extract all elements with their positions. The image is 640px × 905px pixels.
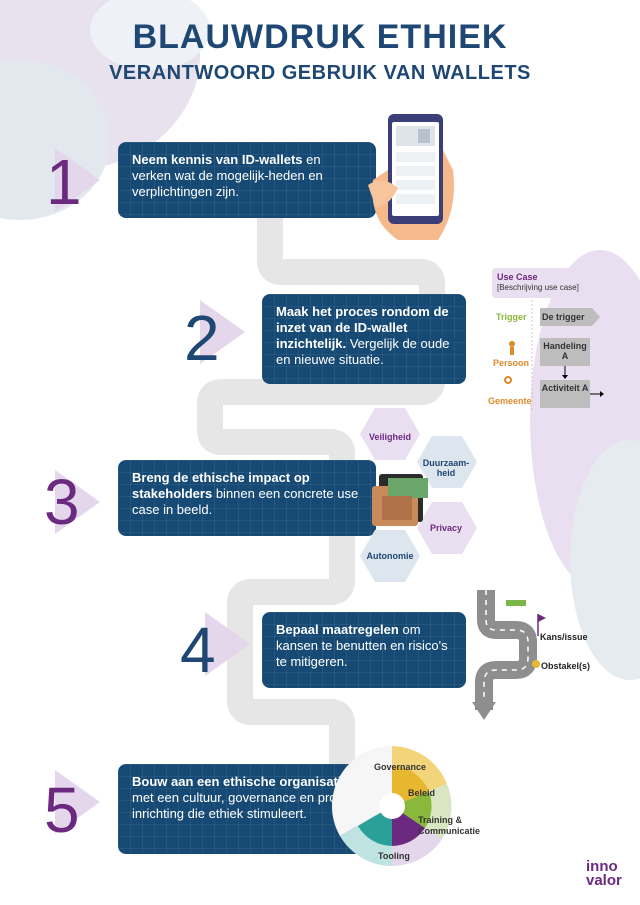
use-case-subtitle: [Beschrijving use case] (497, 283, 579, 292)
wheel-training-communicatie: Training & Communicatie (418, 815, 481, 836)
step-card-2: Maak het proces rondom de inzet van de I… (262, 294, 466, 384)
value-autonomie: Autonomie (366, 551, 414, 561)
use-case-box: Use Case [Beschrijving use case] (492, 268, 600, 298)
step-4-text: om kansen te benutten en risico's te mit… (276, 622, 448, 669)
step-card-4: Bepaal maatregelen om kansen te benutten… (262, 612, 466, 688)
box-de-trigger: De trigger (542, 312, 585, 322)
step-5-bold-text: Bouw aan een ethische organisatie, (132, 774, 353, 789)
step-2-bold-text: Maak het proces rondom de inzet van de I… (276, 304, 449, 351)
swimlane-gemeente: Gemeente (488, 396, 532, 406)
organisation-wheel (331, 746, 452, 866)
use-case-title: Use Case (497, 272, 538, 282)
step-1-text: en verken wat de mogelijk-heden en verpl… (132, 152, 323, 199)
step-4-bold-text: Bepaal maatregelen (276, 622, 399, 637)
step-number-4: 4 (180, 614, 216, 686)
step-number-3: 3 (44, 466, 80, 538)
roadmap-kans-issue: Kans/issue (540, 632, 588, 642)
step-card-5: Bouw aan een ethische organisatie, met e… (118, 764, 376, 854)
phone-hand-icon (368, 114, 454, 240)
step-2-text: Vergelijk de oude en nieuwe situatie. (276, 336, 450, 367)
wheel-governance: Governance (374, 762, 427, 772)
box-handeling: Handeling A (543, 341, 587, 361)
step-number-5: 5 (44, 774, 80, 846)
page-title: BLAUWDRUK ETHIEK (132, 18, 508, 56)
step-3-bold-text: Breng de ethische impact op stakeholders (132, 470, 310, 501)
box-activiteit: Activiteit A (541, 383, 589, 393)
step-number-1: 1 (46, 146, 82, 218)
values-hexagons (360, 408, 477, 582)
winding-path (197, 215, 445, 770)
innovalor-logo: inno valor (586, 858, 622, 889)
step-5-text: met een cultuur, governance en proces in… (132, 790, 357, 821)
page-subtitle: VERANTWOORD GEBRUIK VAN WALLETS (109, 62, 531, 84)
process-diagram (504, 300, 604, 412)
value-privacy: Privacy (429, 523, 463, 533)
step-card-3: Breng de ethische impact op stakeholders… (118, 460, 376, 536)
roadmap-road (472, 590, 546, 720)
swimlane-trigger: Trigger (496, 312, 527, 322)
step-card-1: Neem kennis van ID-wallets en verken wat… (118, 142, 376, 218)
value-veiligheid: Veiligheid (368, 432, 411, 442)
swimlane-persoon: Persoon (493, 358, 530, 368)
step-1-bold-text: Neem kennis van ID-wallets (132, 152, 303, 167)
logo-line-1: inno (586, 858, 618, 875)
step-3-text: binnen een concrete use case in beeld. (132, 486, 359, 517)
step-number-2: 2 (184, 302, 220, 374)
wheel-beleid: Beleid (408, 788, 436, 798)
logo-line-2: valor (586, 872, 622, 889)
roadmap-obstakels: Obstakel(s) (541, 661, 591, 671)
wheel-tooling: Tooling (378, 851, 410, 861)
value-duurzaamheid: Duurzaam-heid (422, 458, 470, 478)
